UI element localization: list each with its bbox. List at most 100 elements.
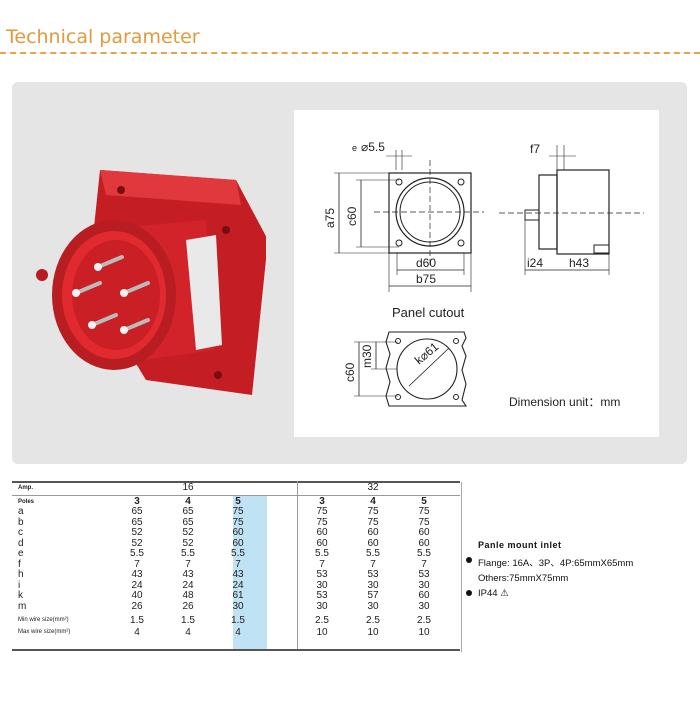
cell-value: 10 <box>367 627 379 638</box>
poles-label: Poles <box>18 499 35 505</box>
cell-value: 4 <box>235 627 241 638</box>
cutout-label-c: c60 <box>343 362 357 382</box>
cell-value: 53 <box>316 569 328 580</box>
cutout-label-k: k⌀61 <box>412 339 442 367</box>
cell-value: 30 <box>418 579 430 591</box>
row-label: m <box>18 600 27 612</box>
ip-line: IP44 ⚠ <box>463 588 693 599</box>
row-label: i <box>18 579 21 591</box>
cell-value: 60 <box>418 590 430 601</box>
cutout-title: Panel cutout <box>392 305 465 320</box>
cell-value: 52 <box>182 527 194 538</box>
poles-value: 4 <box>185 496 191 507</box>
cell-value: 52 <box>182 537 194 549</box>
row-label: e <box>18 548 24 559</box>
label-c: c60 <box>345 206 359 226</box>
cell-value: 5.5 <box>315 548 329 559</box>
label-d: d60 <box>416 256 436 270</box>
side-divider <box>461 482 462 652</box>
row-label: Max wire size(mm²) <box>18 629 71 635</box>
cell-value: 43 <box>182 569 194 580</box>
cell-value: 24 <box>232 579 244 591</box>
cell-value: 60 <box>418 537 430 549</box>
row-label: d <box>18 537 24 549</box>
cell-value: 5.5 <box>130 548 144 559</box>
poles-value: 5 <box>421 496 427 507</box>
cell-value: 7 <box>421 558 427 570</box>
dimension-unit: Dimension unit：mm <box>509 395 620 409</box>
cell-value: 26 <box>131 600 143 612</box>
cell-value: 65 <box>131 506 143 517</box>
cell-value: 2.5 <box>315 615 329 626</box>
cell-value: 61 <box>232 590 244 601</box>
cell-value: 2.5 <box>366 615 380 626</box>
cell-value: 75 <box>418 516 430 528</box>
cell-value: 60 <box>316 537 328 549</box>
cell-value: 75 <box>316 506 328 517</box>
label-e-value: ⌀5.5 <box>361 140 385 154</box>
cell-value: 7 <box>370 558 376 570</box>
cell-value: 53 <box>418 569 430 580</box>
flange-line: Flange: 16A、3P、4P:65mmX65mm <box>463 555 693 569</box>
cell-value: 65 <box>182 506 194 517</box>
amp-label: Amp. <box>18 485 33 491</box>
flange-text: Flange: 16A、3P、4P:65mmX65mm <box>478 558 634 569</box>
cell-value: 30 <box>316 600 328 612</box>
row-label: k <box>18 590 23 601</box>
cell-value: 75 <box>418 506 430 517</box>
cell-value: 65 <box>131 516 143 528</box>
others-text: Others:75mmX75mm <box>478 573 569 584</box>
cell-value: 5.5 <box>181 548 195 559</box>
cell-value: 75 <box>232 516 244 528</box>
row-label: f <box>18 558 21 570</box>
table-header-rule <box>12 495 460 496</box>
cell-value: 52 <box>131 537 143 549</box>
cell-value: 1.5 <box>181 615 195 626</box>
cell-value: 43 <box>232 569 244 580</box>
table-bottom-rule <box>12 649 460 651</box>
cell-value: 24 <box>182 579 194 591</box>
cell-value: 60 <box>367 527 379 538</box>
others-line: Others:75mmX75mm <box>463 573 693 584</box>
amp-16: 16 <box>182 482 194 493</box>
cell-value: 1.5 <box>231 615 245 626</box>
cell-value: 75 <box>367 516 379 528</box>
cell-value: 57 <box>367 590 379 601</box>
cell-value: 7 <box>319 558 325 570</box>
ip-text: IP44 <box>478 588 498 599</box>
bullet-icon <box>466 557 472 563</box>
cutout-label-m: m30 <box>360 344 374 368</box>
cell-value: 75 <box>367 506 379 517</box>
cell-value: 65 <box>182 516 194 528</box>
row-label: b <box>18 516 24 528</box>
cell-value: 30 <box>367 579 379 591</box>
cell-value: 7 <box>235 558 241 570</box>
cell-value: 5.5 <box>231 548 245 559</box>
row-label: h <box>18 569 24 580</box>
mount-heading: Panle mount inlet <box>478 540 562 550</box>
poles-value: 3 <box>319 496 325 507</box>
cell-value: 52 <box>131 527 143 538</box>
cell-value: 10 <box>418 627 430 638</box>
poles-value: 3 <box>134 496 140 507</box>
label-i: i24 <box>527 256 543 270</box>
product-image <box>36 165 268 405</box>
cell-value: 4 <box>134 627 140 638</box>
cell-value: 75 <box>316 516 328 528</box>
row-label: c <box>18 527 23 538</box>
cell-value: 40 <box>131 590 143 601</box>
cell-value: 7 <box>185 558 191 570</box>
cell-value: 53 <box>316 590 328 601</box>
cell-value: 30 <box>316 579 328 591</box>
label-f: f7 <box>530 142 540 156</box>
cell-value: 60 <box>316 527 328 538</box>
row-label: a <box>18 506 24 517</box>
cell-value: 5.5 <box>417 548 431 559</box>
cell-value: 60 <box>418 527 430 538</box>
cell-value: 4 <box>185 627 191 638</box>
cell-value: 53 <box>367 569 379 580</box>
cell-value: 60 <box>232 527 244 538</box>
cell-value: 7 <box>134 558 140 570</box>
row-label: Min wire size(mm²) <box>18 617 69 623</box>
amp-32: 32 <box>367 482 379 493</box>
